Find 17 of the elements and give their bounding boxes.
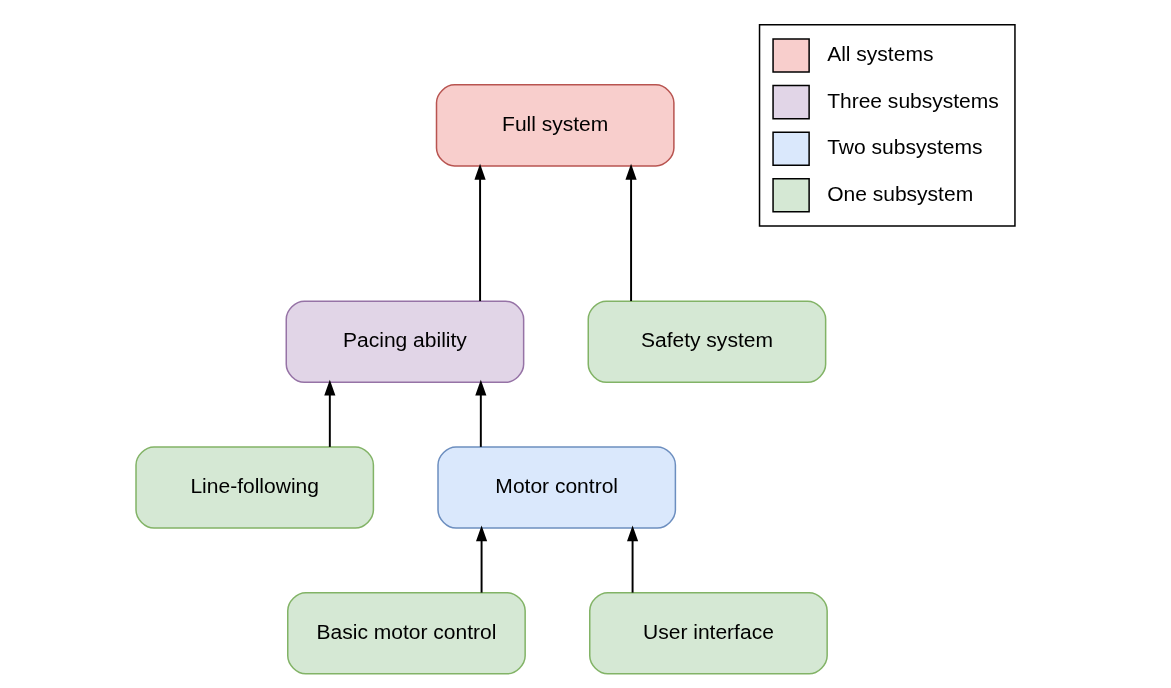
arrow	[475, 525, 487, 594]
node-box: Safety system	[587, 300, 826, 384]
node-box: Motor control	[436, 446, 676, 529]
node-box: Basic motor control	[286, 591, 526, 675]
arrow	[626, 525, 638, 594]
legend-label: Three subsystems	[826, 88, 999, 112]
arrow	[625, 163, 637, 302]
node-box: Full system	[435, 84, 675, 167]
legend-label: Two subsystems	[826, 135, 982, 159]
node-box: User interface	[588, 591, 828, 675]
node-box: Line-following	[134, 446, 374, 529]
legend-label: One subsystem	[826, 181, 973, 205]
node-box: Pacing ability	[285, 300, 524, 384]
arrow	[474, 163, 486, 302]
arrow	[474, 379, 486, 448]
legend-label: All systems	[826, 42, 933, 66]
arrow	[323, 379, 335, 448]
